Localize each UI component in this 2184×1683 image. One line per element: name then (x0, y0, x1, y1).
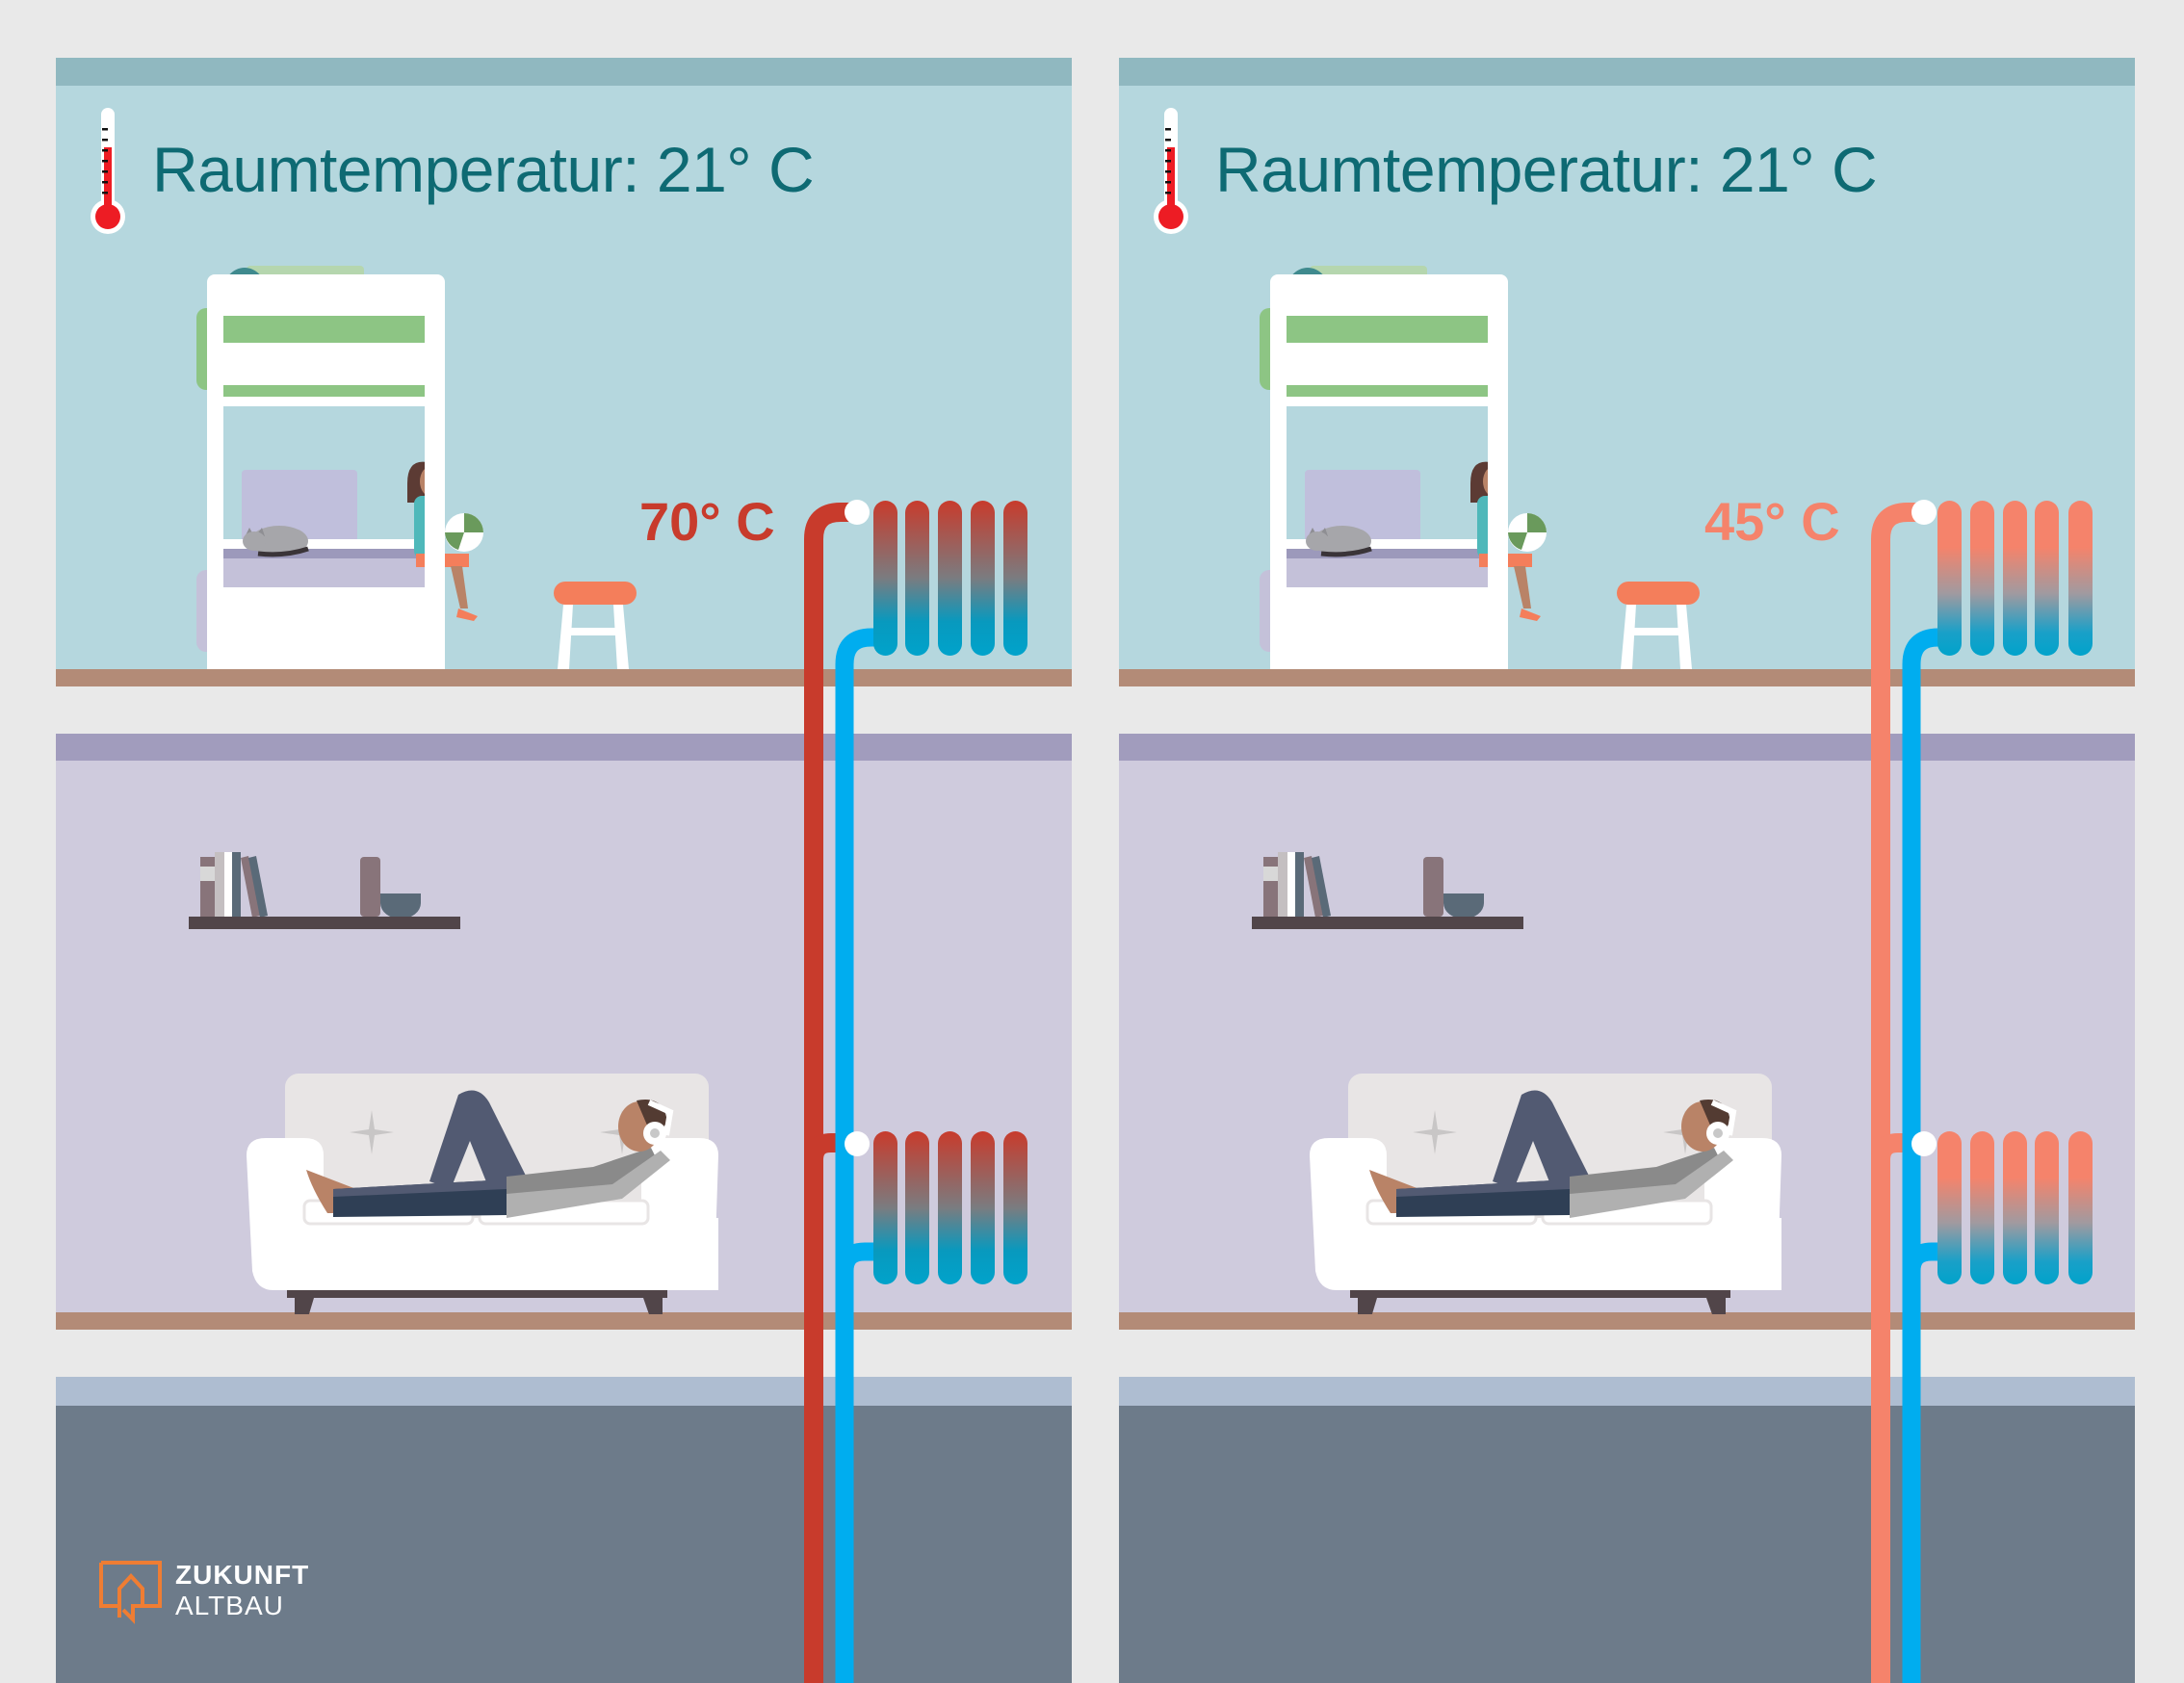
logo-line-2: ALTBAU (175, 1591, 284, 1620)
hot-supply-pipe (1871, 503, 1924, 1683)
wall-shelf (1252, 852, 1523, 929)
sleeping-cat-icon (1306, 526, 1372, 557)
radiator-lower (873, 1131, 1027, 1284)
basement-room (1119, 1406, 2135, 1683)
flow-temperature-label: 45° C (1704, 491, 1840, 552)
heating-pipes (804, 500, 1027, 1683)
heating-pipes (1871, 500, 2093, 1683)
basement-room (56, 1406, 1072, 1683)
thermostatic-valve (845, 1131, 870, 1156)
basement-ceiling-band (56, 1377, 1072, 1406)
thermostatic-valve (1911, 500, 1937, 525)
thermostatic-valve (845, 500, 870, 525)
zukunft-altbau-logo: ZUKUNFT ALTBAU (98, 1560, 329, 1627)
radiator-upper (1937, 501, 2093, 656)
thermostatic-valve (1911, 1131, 1937, 1156)
bedroom-ceiling-band (56, 58, 1072, 86)
cold-return-pipe (835, 628, 884, 1683)
thermometer-icon (91, 108, 125, 234)
bedroom-ceiling-band (1119, 58, 2135, 86)
panel-right-45c: Raumtemperatur: 21° C (1119, 0, 2135, 1683)
flow-temperature-label: 70° C (639, 491, 775, 552)
sofa-with-man-scene (247, 1074, 718, 1314)
bunk-bed-scene (196, 266, 483, 669)
hot-supply-pipe (804, 503, 857, 1683)
sofa-with-man-scene (1310, 1074, 1781, 1314)
radiator-lower (1937, 1131, 2093, 1284)
stool-icon (1617, 582, 1700, 669)
speech-bubble-house-icon (99, 1561, 162, 1624)
sleeping-cat-icon (243, 526, 309, 557)
living-room-ceiling-band (1119, 734, 2135, 761)
room-temperature-label: Raumtemperatur: 21° C (1215, 134, 1878, 205)
radiator-upper (873, 501, 1027, 656)
stool-icon (554, 582, 637, 669)
wall-shelf (189, 852, 460, 929)
thermometer-icon (1154, 108, 1188, 234)
man-lying-figure (1369, 1090, 1737, 1218)
bunk-bed-scene (1260, 266, 1547, 669)
room-temperature-label: Raumtemperatur: 21° C (152, 134, 815, 205)
logo-line-1: ZUKUNFT (175, 1560, 310, 1590)
living-room-ceiling-band (56, 734, 1072, 761)
man-lying-figure (306, 1090, 674, 1218)
panel-left-70c: Raumtemperatur: 21° C (56, 0, 1072, 1683)
basement-ceiling-band (1119, 1377, 2135, 1406)
